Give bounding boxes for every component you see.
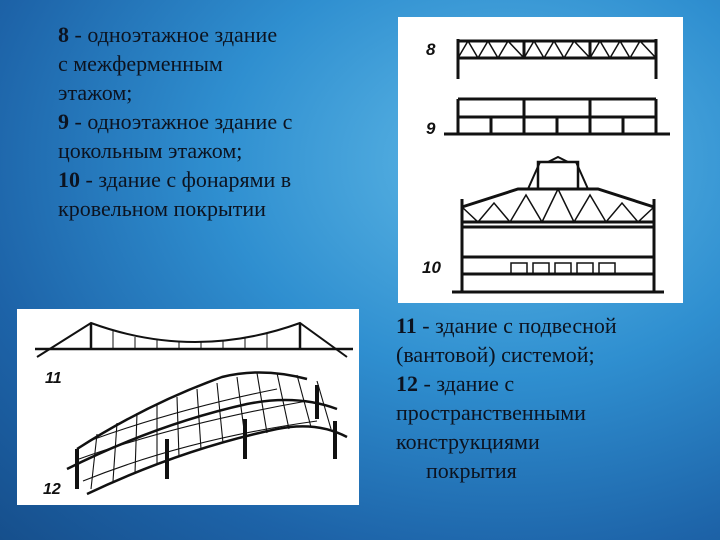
item-text: - здание с подвесной	[416, 313, 617, 338]
item-number: 10	[58, 167, 80, 192]
text-line: конструкциями	[396, 429, 540, 454]
item-text: - здание с	[418, 371, 515, 396]
text-line: (вантовой) системой;	[396, 342, 595, 367]
suspended-and-spatial-structures-figure: 11 12	[17, 309, 359, 505]
item-text: - одноэтажное здание	[69, 22, 278, 47]
item-text: - здание с фонарями в	[80, 167, 292, 192]
text-line: кровельном покрытии	[58, 196, 266, 221]
building-sections-figure: 8 9 10	[398, 17, 683, 303]
item-number: 9	[58, 109, 69, 134]
item-number: 8	[58, 22, 69, 47]
text-line: пространственными	[396, 400, 586, 425]
building-types-11-12-text: 11 - здание с подвесной (вантовой) систе…	[396, 311, 716, 485]
sections-drawing: 8 9 10	[422, 39, 670, 294]
structures-drawing: 11 12	[35, 321, 353, 498]
item-number: 11	[396, 313, 417, 338]
text-line: покрытия	[426, 458, 517, 483]
figure-label-8: 8	[426, 40, 436, 59]
building-types-8-10-text: 8 - одноэтажное здание с межферменным эт…	[58, 20, 393, 223]
figure-label-9: 9	[426, 119, 436, 138]
text-line: цокольным этажом;	[58, 138, 243, 163]
figure-label-10: 10	[422, 258, 441, 277]
text-line: с межферменным	[58, 51, 223, 76]
text-line: этажом;	[58, 80, 133, 105]
figure-label-11: 11	[45, 370, 62, 387]
text-line: 9 - одноэтажное здание с	[58, 107, 393, 136]
text-line: 12 - здание с	[396, 369, 716, 398]
item-number: 12	[396, 371, 418, 396]
text-line: 11 - здание с подвесной	[396, 311, 716, 340]
item-text: - одноэтажное здание с	[69, 109, 293, 134]
text-line: 10 - здание с фонарями в	[58, 165, 393, 194]
figure-label-12: 12	[43, 481, 61, 498]
text-line: 8 - одноэтажное здание	[58, 20, 393, 49]
